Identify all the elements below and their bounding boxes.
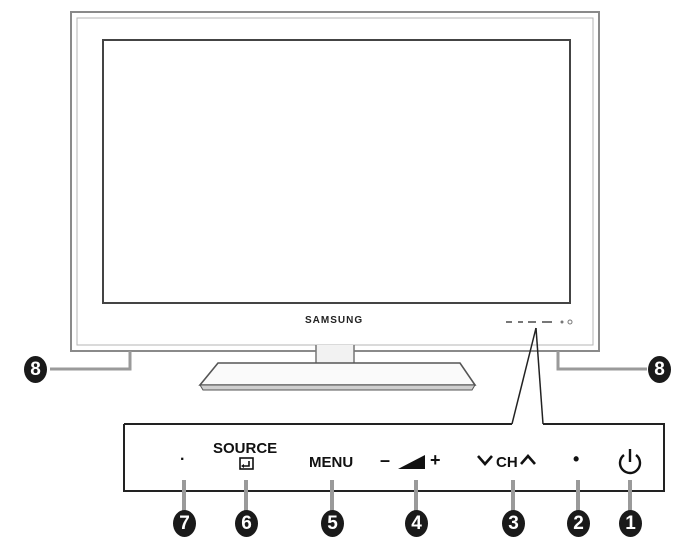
- power-indicator-dot: •: [573, 449, 580, 469]
- callout-badge-8-right: 8: [648, 356, 671, 383]
- channel-label[interactable]: CH: [496, 454, 518, 471]
- volume-minus-label[interactable]: –: [380, 450, 391, 470]
- brand-logo-text: SAMSUNG: [305, 315, 364, 326]
- source-button-label[interactable]: SOURCE: [213, 440, 278, 457]
- tv-stand: [198, 345, 477, 391]
- speaker-leader-right: [556, 351, 647, 371]
- callout-badge-1: 1: [619, 510, 642, 537]
- callout-badge-2: 2: [567, 510, 590, 537]
- chevron-down-icon: [477, 455, 493, 466]
- volume-wedge-icon: [398, 455, 425, 469]
- callout-stems: [182, 480, 632, 512]
- tv-screen: [102, 39, 571, 304]
- callout-badge-8-left: 8: [24, 356, 47, 383]
- zoom-connector: [511, 327, 544, 425]
- callout-badge-4: 4: [405, 510, 428, 537]
- callout-badge-5: 5: [321, 510, 344, 537]
- menu-button-label[interactable]: MENU: [309, 454, 354, 471]
- callout-badge-3: 3: [502, 510, 525, 537]
- bezel-control-marks: [506, 319, 573, 325]
- remote-sensor-dot: ·: [180, 451, 186, 468]
- stand-base: [198, 362, 477, 386]
- speaker-leader-left: [50, 351, 132, 371]
- chevron-up-icon: [520, 454, 536, 465]
- tv-front: [70, 11, 600, 352]
- callout-badge-6: 6: [235, 510, 258, 537]
- stand-base-edge: [199, 384, 476, 391]
- control-panel: [123, 423, 665, 492]
- callout-badge-7: 7: [173, 510, 196, 537]
- volume-plus-label[interactable]: +: [430, 450, 441, 470]
- control-panel-outline: [123, 423, 665, 492]
- power-icon: [618, 449, 642, 475]
- input-source-icon: [239, 457, 254, 470]
